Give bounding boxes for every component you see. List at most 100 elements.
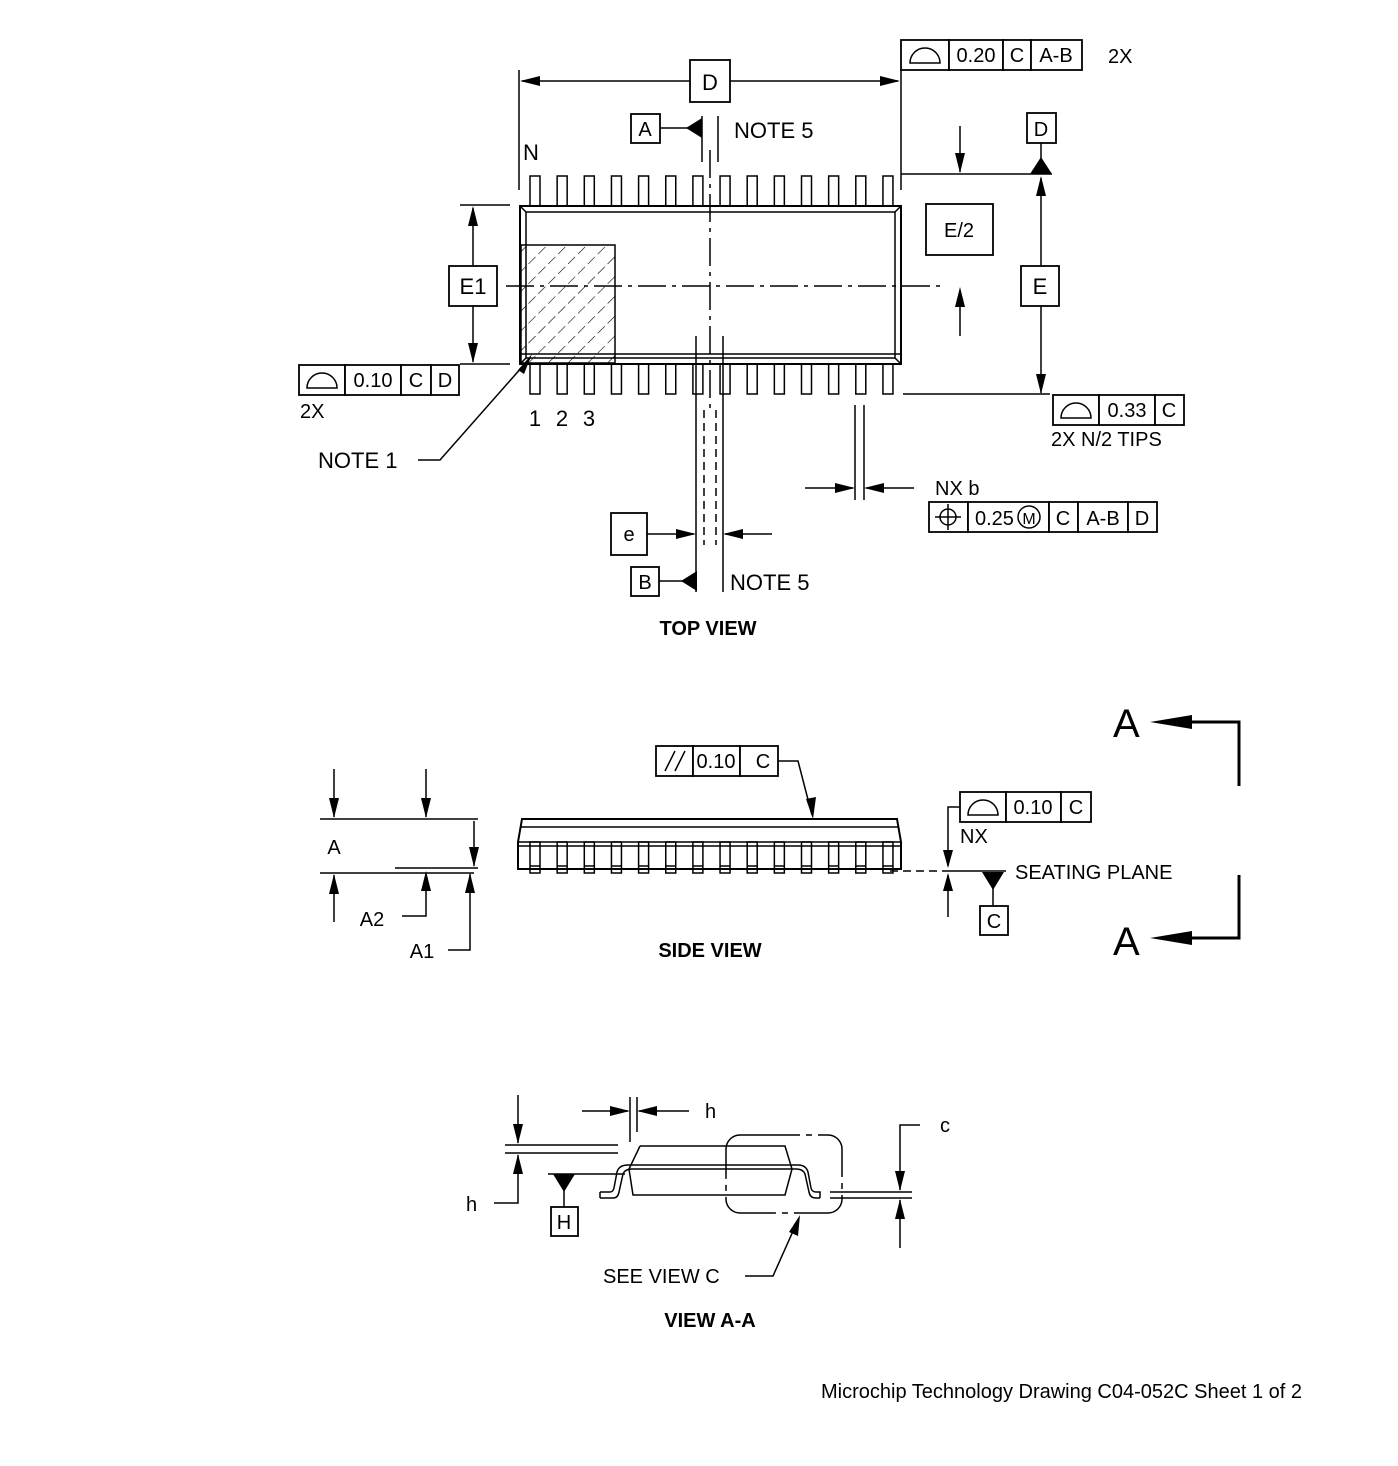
lead-top bbox=[855, 175, 867, 207]
lead-bottom bbox=[637, 363, 650, 395]
lead-top bbox=[827, 175, 840, 207]
dim-e1-box bbox=[448, 265, 498, 307]
dim-e-half-label: E/2 bbox=[944, 220, 974, 242]
view-aa: SEE VIEW C h h H c VIEW A-A bbox=[466, 1095, 950, 1332]
fcf-datum-1: C bbox=[1162, 400, 1176, 422]
section-lead-inner bbox=[600, 1164, 821, 1198]
fcf-tolerance: 0.20 bbox=[957, 45, 996, 67]
section-label-top: A bbox=[1113, 702, 1140, 746]
pin1-indicator-area bbox=[520, 244, 616, 364]
lead-bottom bbox=[773, 363, 786, 395]
fcf-top-profile: 0.20 C A-B 2X bbox=[900, 39, 1132, 71]
lead-bottom bbox=[882, 363, 894, 395]
profile-surface-icon bbox=[306, 372, 338, 389]
fcf-right-profile: 0.33 C 2X N/2 TIPS bbox=[1051, 394, 1185, 451]
fcf-datum-2: A-B bbox=[1039, 45, 1072, 67]
top-view-title: TOP VIEW bbox=[659, 618, 756, 640]
arrow-left-icon bbox=[1150, 715, 1192, 729]
dim-e-pitch-label: e bbox=[623, 524, 634, 546]
dim-a1-label: A1 bbox=[410, 941, 434, 963]
fcf-tolerance: 0.10 bbox=[697, 751, 736, 773]
dim-a2-label: A2 bbox=[360, 909, 384, 931]
fcf-parallelism: 0.10 C bbox=[655, 745, 816, 819]
datum-a-label: A bbox=[638, 119, 652, 141]
section-marker-top: A bbox=[1113, 702, 1241, 786]
pin-label-2: 2 bbox=[556, 406, 568, 431]
top-leads bbox=[529, 175, 894, 207]
dim-h-top-label: h bbox=[705, 1101, 716, 1123]
datum-a-box bbox=[630, 113, 661, 144]
see-view-c-label: SEE VIEW C bbox=[603, 1266, 720, 1288]
mmc-circle-icon bbox=[1017, 505, 1041, 529]
lead-bottom bbox=[556, 363, 568, 395]
lead-side bbox=[637, 841, 650, 874]
fcf-tolerance: 0.33 bbox=[1108, 400, 1147, 422]
seating-plane-label: SEATING PLANE bbox=[1015, 862, 1172, 884]
lead-side bbox=[556, 841, 568, 874]
position-icon bbox=[935, 504, 961, 530]
lead-top bbox=[800, 175, 813, 207]
view-aa-title: VIEW A-A bbox=[664, 1310, 755, 1332]
lead-bottom bbox=[610, 363, 623, 395]
datum-h-box bbox=[550, 1206, 579, 1237]
profile-surface-icon bbox=[909, 47, 941, 64]
fcf-datum-1: C bbox=[1010, 45, 1024, 67]
dim-d-label: D bbox=[702, 70, 718, 95]
lead-side bbox=[827, 841, 840, 874]
lead-bottom bbox=[746, 363, 758, 395]
fcf-datum-1: C bbox=[409, 370, 423, 392]
fcf-nx-profile: 0.10 C NX bbox=[943, 791, 1092, 917]
parallelism-icon bbox=[664, 750, 686, 772]
lead-top bbox=[610, 175, 623, 207]
lead-side bbox=[773, 841, 786, 874]
datum-d-label: D bbox=[1034, 119, 1048, 141]
fcf-position: 0.25 M C A-B D bbox=[928, 501, 1158, 533]
pin-n-label: N bbox=[523, 140, 539, 165]
datum-d-box bbox=[1026, 112, 1057, 144]
fcf-tolerance: 0.25 bbox=[975, 508, 1014, 530]
lead-top bbox=[556, 175, 568, 207]
dim-e-box bbox=[1020, 265, 1060, 307]
side-leads bbox=[529, 841, 894, 874]
lead-bottom bbox=[800, 363, 813, 395]
side-view: A A2 A1 0.10 C 0.10 C bbox=[320, 702, 1241, 964]
side-view-title: SIDE VIEW bbox=[658, 940, 761, 962]
top-view: D N A NOTE 5 0.20 C A-B 2X D bbox=[298, 39, 1185, 640]
section-body bbox=[628, 1145, 793, 1196]
dim-c-label: c bbox=[940, 1115, 950, 1137]
lead-side bbox=[610, 841, 623, 874]
dim-e-label: E bbox=[1033, 274, 1048, 299]
drawing-footer: Microchip Technology Drawing C04-052C Sh… bbox=[821, 1381, 1302, 1403]
profile-surface-icon bbox=[967, 799, 999, 816]
lead-side bbox=[719, 841, 731, 874]
lead-side bbox=[800, 841, 813, 874]
datum-c-box bbox=[979, 905, 1009, 936]
lead-side bbox=[529, 841, 541, 874]
lead-top bbox=[529, 175, 541, 207]
lead-side bbox=[692, 841, 704, 874]
lead-side bbox=[583, 841, 596, 874]
pin-label-1: 1 bbox=[529, 406, 541, 431]
dim-a-label: A bbox=[327, 837, 341, 859]
pin-label-3: 3 bbox=[583, 406, 595, 431]
view-c-callout bbox=[725, 1134, 843, 1214]
fcf-datum-2: A-B bbox=[1086, 508, 1119, 530]
lead-side bbox=[855, 841, 867, 874]
dim-d-box bbox=[689, 59, 731, 103]
lead-top bbox=[665, 175, 677, 207]
arrow-left-icon bbox=[1150, 931, 1192, 945]
lead-bottom bbox=[855, 363, 867, 395]
lead-bottom bbox=[665, 363, 677, 395]
fcf-left-profile: 0.10 C D 2X bbox=[298, 364, 460, 423]
bottom-leads bbox=[529, 363, 894, 395]
lead-bottom bbox=[719, 363, 731, 395]
lead-side bbox=[882, 841, 894, 874]
dim-h-left-label: h bbox=[466, 1194, 477, 1216]
section-label-bottom: A bbox=[1113, 920, 1140, 964]
fcf-tolerance: 0.10 bbox=[354, 370, 393, 392]
datum-h-label: H bbox=[557, 1212, 571, 1234]
fcf-datum-1: C bbox=[1056, 508, 1070, 530]
section-lead-outer bbox=[600, 1168, 820, 1199]
dim-e-half-box bbox=[925, 203, 994, 256]
